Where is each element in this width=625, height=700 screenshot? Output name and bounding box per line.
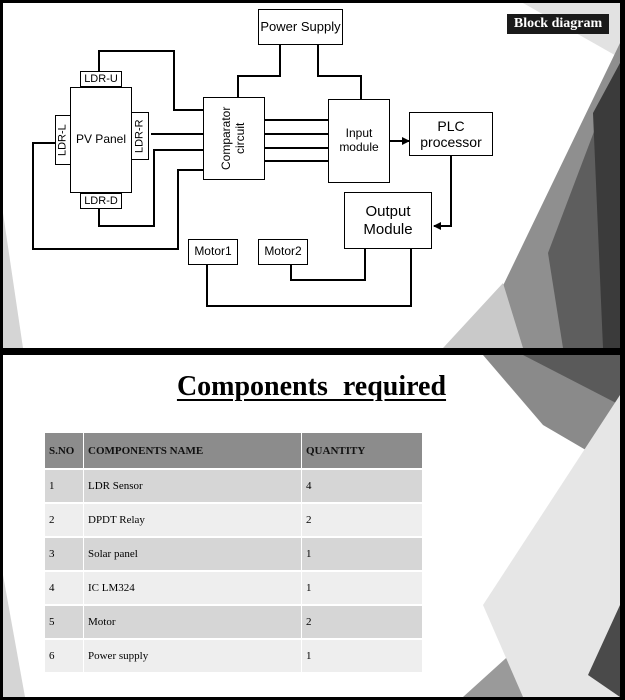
block-diagram-slide: Block diagram — [3, 3, 620, 348]
cell-qty: 2 — [301, 502, 423, 537]
wire-ldr-u — [98, 50, 203, 111]
table-row: 1 LDR Sensor 4 — [45, 468, 423, 503]
cell-name: LDR Sensor — [83, 468, 302, 503]
cell-name: Motor — [83, 604, 302, 639]
cell-name: DPDT Relay — [83, 502, 302, 537]
diagram-wires — [32, 45, 452, 307]
table-row: 5 Motor 2 — [45, 604, 423, 639]
slide-background-shapes — [3, 355, 620, 697]
cell-sno: 4 — [45, 570, 84, 605]
wire-output-motor1 — [206, 249, 412, 307]
wire-power-input — [317, 45, 362, 99]
cell-qty: 1 — [301, 638, 423, 672]
cell-sno: 6 — [45, 638, 84, 672]
table-row: 6 Power supply 1 — [45, 638, 423, 672]
cell-name: Power supply — [83, 638, 302, 672]
ldr-u-block: LDR-U — [80, 71, 122, 87]
components-title: Components required — [176, 371, 447, 402]
cell-sno: 3 — [45, 536, 84, 571]
input-module-block: Input module — [328, 99, 390, 183]
wire-power-comparator — [237, 45, 281, 97]
table-row: 4 IC LM324 1 — [45, 570, 423, 605]
header-quantity: QUANTITY — [301, 433, 423, 469]
ldr-d-block: LDR-D — [80, 193, 122, 209]
components-slide: Components required S.NO COMPONENTS NAME… — [3, 355, 620, 697]
cell-qty: 1 — [301, 536, 423, 571]
header-sno: S.NO — [45, 433, 84, 469]
cell-sno: 2 — [45, 502, 84, 537]
header-component-name: COMPONENTS NAME — [83, 433, 302, 469]
cell-name: Solar panel — [83, 536, 302, 571]
table-row: 2 DPDT Relay 2 — [45, 502, 423, 537]
cell-name: IC LM324 — [83, 570, 302, 605]
wire-ldr-d — [98, 149, 203, 227]
motor2-block: Motor2 — [258, 239, 308, 265]
ldr-l-block: LDR-L — [55, 115, 71, 165]
plc-processor-block: PLC processor — [409, 112, 493, 156]
wire-output-motor2 — [290, 249, 366, 281]
motor1-block: Motor1 — [188, 239, 238, 265]
power-supply-block: Power Supply — [258, 9, 343, 45]
ldr-r-block: LDR-R — [131, 112, 149, 160]
cell-qty: 1 — [301, 570, 423, 605]
cell-qty: 4 — [301, 468, 423, 503]
cell-sno: 1 — [45, 468, 84, 503]
components-table: S.NO COMPONENTS NAME QUANTITY 1 LDR Sens… — [45, 433, 423, 672]
pv-panel-block: PV Panel — [70, 87, 132, 193]
table-row: 3 Solar panel 1 — [45, 536, 423, 571]
comparator-block: Comparator circuit — [203, 97, 265, 180]
wire-plc-output — [433, 155, 452, 230]
block-diagram-tag: Block diagram — [507, 14, 609, 34]
table-header-row: S.NO COMPONENTS NAME QUANTITY — [45, 433, 423, 469]
wire-ldr-l — [32, 142, 203, 250]
output-module-block: Output Module — [344, 192, 432, 249]
cell-qty: 2 — [301, 604, 423, 639]
cell-sno: 5 — [45, 604, 84, 639]
